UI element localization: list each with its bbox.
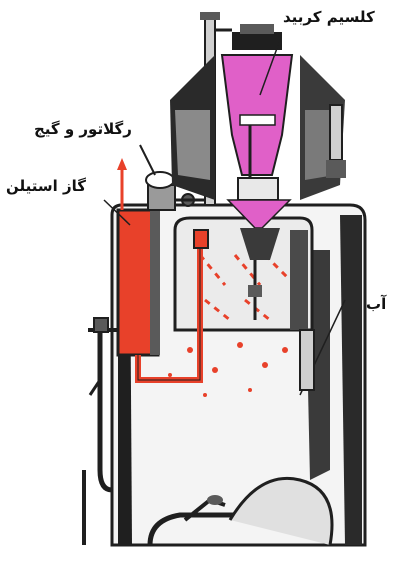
label-calcium-carbide: کلسیم کربید [283,8,375,26]
label-regulator-gauge: رگلاتور و گیج [34,120,132,138]
label-acetylene-gas: گاز استیلن [6,177,86,195]
label-water: آب [366,295,386,313]
